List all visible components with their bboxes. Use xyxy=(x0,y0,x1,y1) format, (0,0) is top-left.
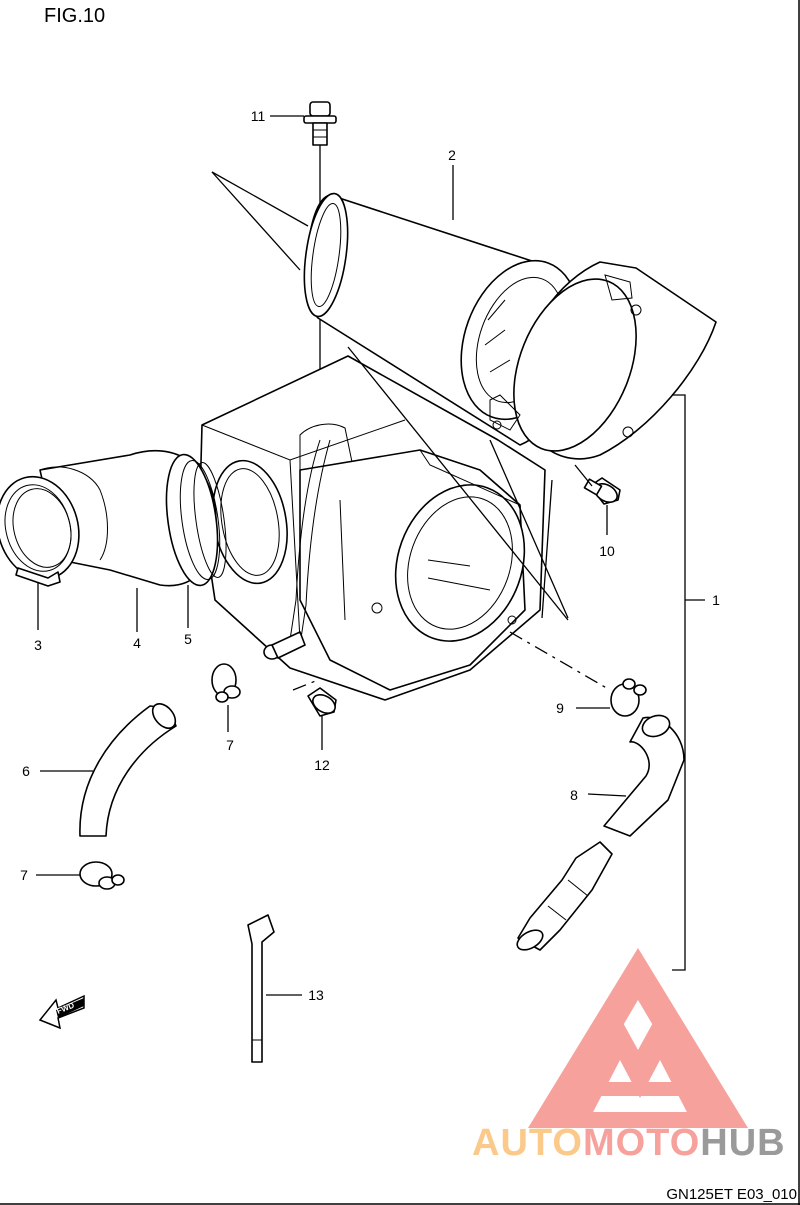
hose-clamp-3 xyxy=(0,475,80,587)
leader-line-box-a xyxy=(347,346,569,621)
callout-2: 2 xyxy=(448,147,456,163)
cap-7-upper xyxy=(211,663,241,703)
figure-title: FIG.10 xyxy=(44,5,105,27)
screw-10 xyxy=(583,477,621,505)
bolt-11 xyxy=(303,101,337,146)
seal-ring-5 xyxy=(212,459,288,585)
figure-code: GN125ET E03_010 xyxy=(666,1186,797,1203)
leader-line-2a xyxy=(211,171,309,227)
box-strap xyxy=(289,439,321,641)
intake-duct-4 xyxy=(39,450,227,587)
air-filter-cap xyxy=(489,261,717,460)
drain-outlet xyxy=(263,631,306,660)
callout-3: 3 xyxy=(34,637,42,653)
automotohub-watermark-logo xyxy=(528,948,748,1128)
drain-hose-8-leader xyxy=(587,793,627,797)
callout-7b: 7 xyxy=(20,867,28,883)
screw-12 xyxy=(307,687,337,717)
screw-10-axis xyxy=(574,464,593,487)
leader-line-2b xyxy=(211,171,301,271)
callout-10: 10 xyxy=(599,543,615,559)
callout-9: 9 xyxy=(556,700,564,716)
leader-line-box-b xyxy=(541,479,553,619)
callout-12: 12 xyxy=(314,757,330,773)
callout-8: 8 xyxy=(570,787,578,803)
watermark-hub: HUB xyxy=(700,1122,785,1164)
air-filter-element-2 xyxy=(303,192,580,446)
callout-13: 13 xyxy=(308,987,324,1003)
assembly-1-bracket xyxy=(672,394,686,971)
cap-7-lower xyxy=(79,861,125,890)
fwd-direction-marker: FWD xyxy=(38,994,85,1030)
callout-11: 11 xyxy=(251,108,266,124)
air-cleaner-box-1 xyxy=(199,355,546,701)
cap-9 xyxy=(610,678,647,717)
watermark-moto: MOTO xyxy=(583,1122,700,1164)
centerline-9 xyxy=(509,631,611,691)
callout-1: 1 xyxy=(712,592,720,608)
strap-13 xyxy=(247,914,275,1063)
watermark-auto: AUTO xyxy=(472,1122,583,1164)
hose-6 xyxy=(79,703,177,837)
leader-line-box-c xyxy=(489,439,569,619)
callout-7a: 7 xyxy=(226,737,234,753)
callout-5: 5 xyxy=(184,631,192,647)
callout-4: 4 xyxy=(133,635,141,651)
centerline-12 xyxy=(292,679,319,691)
watermark-wordmark: AUTOMOTOHUB xyxy=(472,1122,786,1164)
callout-6: 6 xyxy=(22,763,30,779)
drain-hose-8 xyxy=(516,714,685,951)
